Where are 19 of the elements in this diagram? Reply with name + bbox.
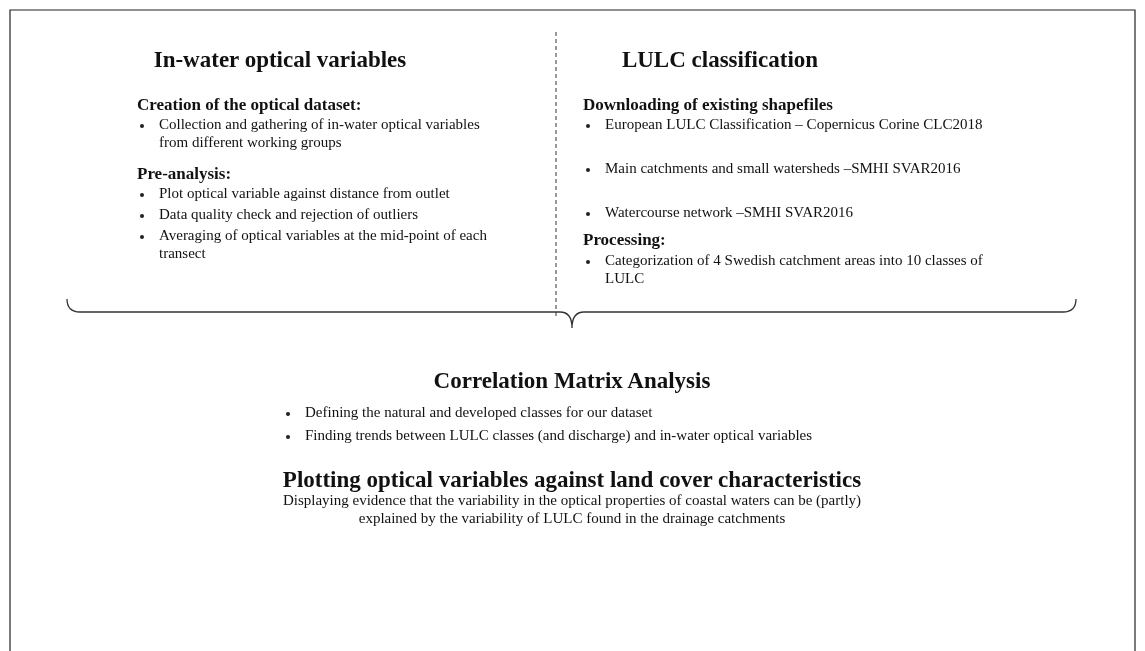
subheading: Creation of the optical dataset: <box>137 95 363 116</box>
bullet-item: Data quality check and rejection of outliers <box>137 206 537 224</box>
bullet-item: Defining the natural and developed classes for our dataset <box>283 404 983 422</box>
bullet-item: European LULC Classification – Copernicus Corine CLC2018 <box>583 116 1003 134</box>
section-heading: LULC classification <box>620 46 820 74</box>
section-heading: Correlation Matrix Analysis <box>432 367 712 395</box>
section-heading: Plotting optical variables against land cover characteristics <box>281 466 863 494</box>
bullet-item: Plot optical variable against distance from outlet <box>137 185 537 203</box>
bullet-item: Finding trends between LULC classes (and discharge) and in-water optical variables <box>283 427 983 445</box>
subheading: Pre-analysis: <box>137 164 233 185</box>
bullet-item: Collection and gathering of in-water optical variables from different working groups <box>137 116 497 152</box>
subheading: Processing: <box>583 230 667 251</box>
description-text: Displaying evidence that the variability in the optical properties of coastal waters can be (partly) explained by the variability of LULC found in the drainage catchments <box>281 492 863 528</box>
subheading: Downloading of existing shapefiles <box>583 95 834 116</box>
section-heading: In-water optical variables <box>152 46 408 74</box>
bullet-item: Averaging of optical variables at the mid-point of each transect <box>137 227 517 263</box>
bullet-item: Main catchments and small watersheds –SMHI SVAR2016 <box>583 160 963 178</box>
bullet-item: Categorization of 4 Swedish catchment areas into 10 classes of LULC <box>583 252 1013 288</box>
bullet-item: Watercourse network –SMHI SVAR2016 <box>583 204 983 222</box>
